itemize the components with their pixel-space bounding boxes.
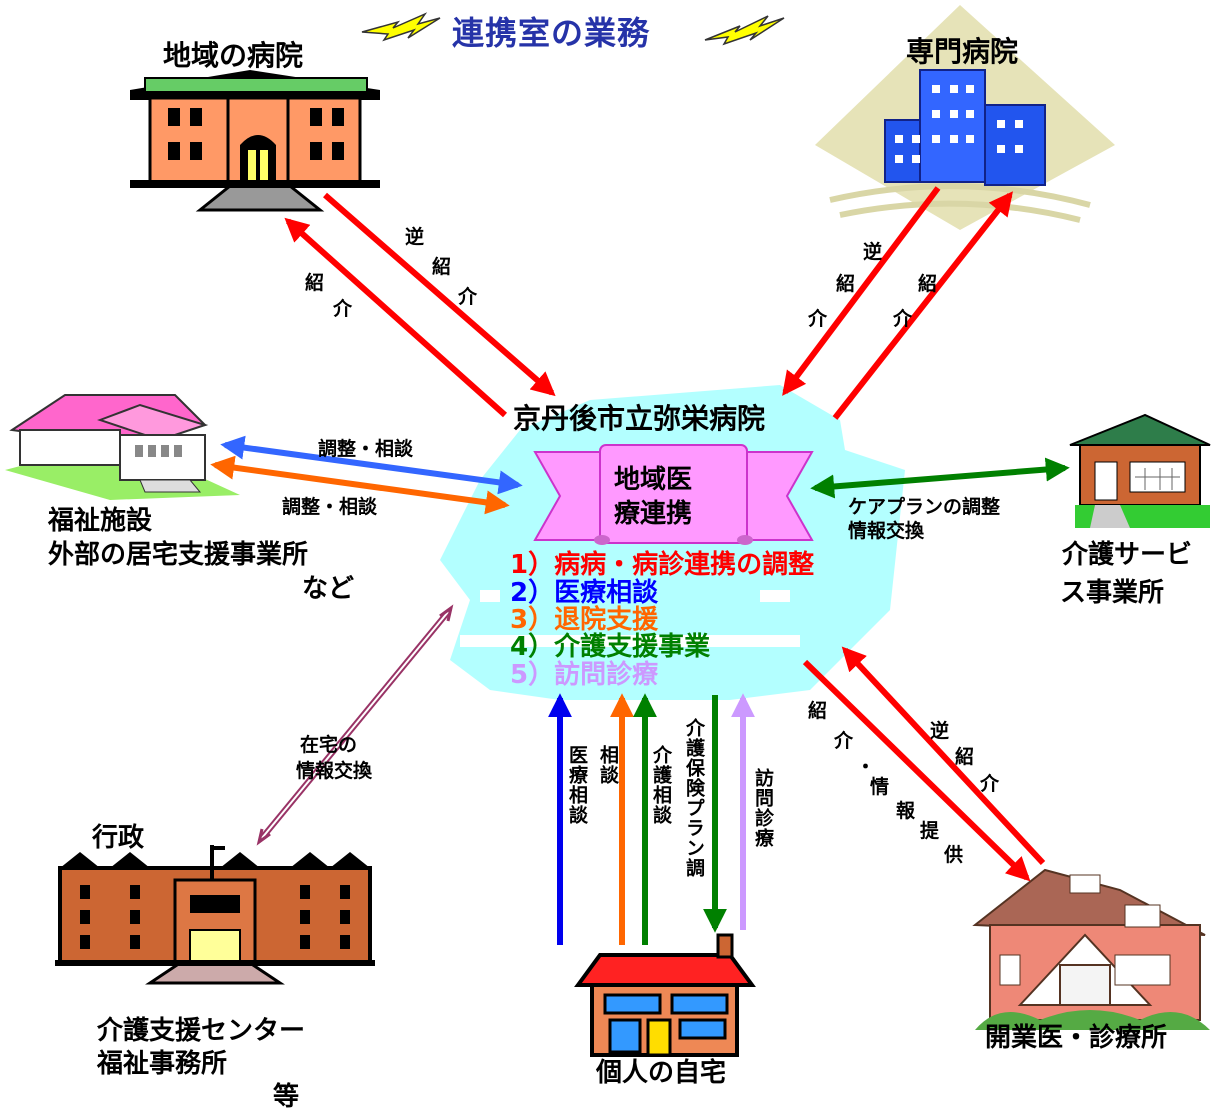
- label-careplan-1: ケアプランの調整: [848, 496, 1001, 518]
- label-clinic-gyaku-1: 逆: [930, 720, 950, 742]
- administration-icon: [55, 845, 375, 985]
- label-sho-specialist-2: 紹: [918, 273, 938, 295]
- arrow-careplan: [810, 457, 1070, 499]
- admin-label-3: 等: [273, 1082, 300, 1112]
- label-kai-local-1: 介: [458, 286, 478, 308]
- label-clinic-intro-5: 報: [896, 800, 916, 822]
- care-service-label-2: ス事業所: [1060, 578, 1165, 608]
- arrow-clinic-intro: [802, 659, 1031, 882]
- label-visit: 訪問診療: [751, 768, 774, 848]
- label-gyaku-specialist: 逆: [863, 241, 883, 263]
- label-clinic-gyaku-3: 介: [980, 773, 1000, 795]
- care-service-icon: [1069, 413, 1211, 528]
- lightning-icon: [361, 12, 785, 46]
- welfare-label-2: 外部の居宅支援事業所: [48, 540, 309, 570]
- label-kai-specialist-2: 介: [893, 308, 913, 330]
- care-service-label-1: 介護サービ: [1062, 540, 1193, 570]
- page-title: 連携室の業務: [452, 14, 651, 52]
- label-clinic-intro-3: ・: [856, 756, 876, 778]
- duty-item-2: 2）医療相談: [510, 578, 659, 608]
- label-home-info-2: 情報交換: [296, 760, 373, 782]
- label-clinic-intro-7: 供: [944, 844, 964, 866]
- welfare-label-1: 福祉施設: [48, 506, 153, 536]
- clinic-icon: [972, 868, 1210, 1030]
- specialist-hospital-label: 専門病院: [906, 35, 1019, 68]
- label-care-consult: 介護相談: [649, 745, 672, 825]
- local-hospital-label: 地域の病院: [163, 39, 304, 72]
- arrow-reverse-specialist: [782, 186, 941, 396]
- label-kai-specialist-1: 介: [808, 308, 828, 330]
- private-home-icon: [574, 933, 756, 1057]
- label-clinic-intro-4: 情: [870, 776, 890, 798]
- duty-item-1: 1）病病・病診連携の調整: [510, 550, 815, 580]
- center-hospital-label: 京丹後市立弥栄病院: [513, 402, 766, 435]
- arrow-consult-orange: [210, 455, 510, 515]
- arrow-reverse-local: [323, 192, 556, 397]
- admin-label-2: 福祉事務所: [97, 1049, 228, 1079]
- banner-label-2: 療連携: [614, 499, 693, 529]
- label-sho-local-2: 紹: [305, 272, 325, 294]
- label-gyaku-local: 逆: [405, 226, 425, 248]
- label-sho-local-1: 紹: [432, 256, 452, 278]
- label-consult-home: 相談: [596, 745, 619, 785]
- label-clinic-intro-6: 提: [920, 820, 940, 842]
- welfare-label-3: など: [302, 574, 355, 604]
- label-careplan-2: 情報交換: [848, 520, 925, 542]
- label-clinic-gyaku-2: 紹: [955, 746, 975, 768]
- duty-item-4: 4）介護支援事業: [510, 632, 711, 662]
- regional-cooperation-banner: [533, 444, 814, 545]
- label-clinic-intro-1: 紹: [808, 700, 828, 722]
- duty-item-5: 5）訪問診療: [510, 660, 659, 690]
- arrow-clinic-reverse: [841, 646, 1046, 866]
- label-insurance-plan: 介護保険プラン調: [682, 718, 705, 878]
- specialist-hospital-icon: [815, 5, 1115, 230]
- label-home-info-1: 在宅の: [300, 734, 358, 756]
- duty-item-3: 3）退院支援: [510, 605, 659, 635]
- label-kai-local-2: 介: [333, 298, 353, 320]
- local-hospital-icon: [130, 70, 380, 212]
- label-medical-consult: 医療相談: [565, 745, 588, 825]
- label-consult-2: 調整・相談: [282, 496, 378, 518]
- arrow-intro-specialist: [832, 191, 1013, 420]
- arrow-home-info: [256, 604, 454, 846]
- banner-label-1: 地域医: [614, 465, 693, 495]
- home-label: 個人の自宅: [596, 1058, 727, 1088]
- arrow-intro-local: [284, 217, 507, 418]
- clinic-label: 開業医・診療所: [985, 1023, 1168, 1053]
- label-consult-1: 調整・相談: [318, 438, 414, 460]
- label-sho-specialist-1: 紹: [836, 273, 856, 295]
- welfare-facility-icon: [5, 394, 240, 500]
- label-clinic-intro-2: 介: [834, 730, 854, 752]
- admin-label-1: 介護支援センター: [97, 1016, 306, 1046]
- admin-label: 行政: [92, 823, 145, 853]
